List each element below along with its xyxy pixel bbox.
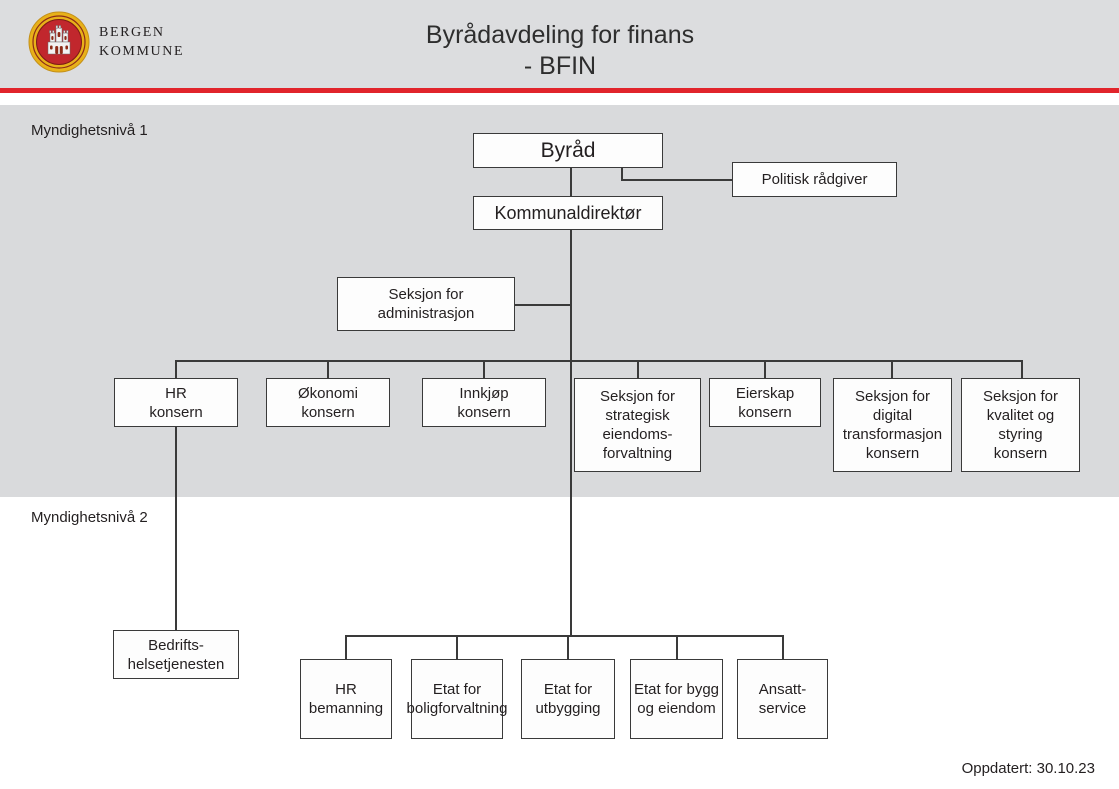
connector-level1-drop-6 — [891, 360, 893, 379]
connector-main-trunk — [570, 229, 572, 636]
node-ansatt-service[interactable]: Ansatt- service — [737, 659, 828, 739]
updated-timestamp: Oppdatert: 30.10.23 — [961, 760, 1095, 777]
connector-byrad-to-radgiver-run — [621, 179, 733, 181]
page-header — [0, 0, 1119, 88]
header-accent-rule — [0, 88, 1119, 93]
connector-level2-drop-2 — [456, 635, 458, 659]
node-seksjon-kvalitet-og-styring-konsern[interactable]: Seksjon for kvalitet og styring konsern — [961, 378, 1080, 472]
node-innkjop-konsern[interactable]: Innkjøp konsern — [422, 378, 546, 427]
connector-hr-to-bedriftshelse — [175, 427, 177, 631]
page-title-line-2: - BFIN — [523, 52, 597, 80]
connector-level2-drop-4 — [676, 635, 678, 659]
node-seksjon-for-administrasjon[interactable]: Seksjon for administrasjon — [337, 277, 515, 331]
bergen-kommune-seal-icon — [28, 11, 90, 73]
brand-wordmark: BERGEN KOMMUNE — [99, 23, 184, 61]
node-etat-for-bygg-og-eiendom[interactable]: Etat for bygg og eiendom — [630, 659, 723, 739]
connector-level2-drop-1 — [345, 635, 347, 659]
connector-level1-drop-4 — [637, 360, 639, 379]
connector-level1-drop-1 — [175, 360, 177, 379]
brand-line-2: KOMMUNE — [99, 44, 185, 59]
node-seksjon-strategisk-eiendomsforvaltning[interactable]: Seksjon for strategisk eiendoms- forvalt… — [574, 378, 701, 472]
node-etat-for-boligforvaltning[interactable]: Etat for boligforvaltning — [407, 659, 507, 739]
node-eierskap-konsern[interactable]: Eierskap konsern — [709, 378, 821, 427]
level-2-label: Myndighetsnivå 2 — [31, 509, 148, 526]
connector-byrad-to-radgiver-drop — [621, 167, 623, 180]
connector-level1-drop-7 — [1021, 360, 1023, 379]
page-title-line-1: Byrådavdeling for finans — [425, 21, 695, 49]
connector-administrasjon-to-trunk — [514, 304, 571, 306]
connector-level2-drop-3 — [567, 635, 569, 659]
connector-level1-drop-5 — [764, 360, 766, 379]
node-bedriftshelsetjenesten[interactable]: Bedrifts- helsetjenesten — [113, 630, 239, 679]
connector-level1-drop-2 — [327, 360, 329, 379]
level-1-label: Myndighetsnivå 1 — [31, 122, 148, 139]
node-seksjon-digital-transformasjon-konsern[interactable]: Seksjon for digital transformasjon konse… — [833, 378, 952, 472]
node-hr-bemanning[interactable]: HR bemanning — [300, 659, 392, 739]
node-byrad[interactable]: Byråd — [473, 133, 663, 168]
connector-level2-bus — [345, 635, 783, 637]
node-etat-for-utbygging[interactable]: Etat for utbygging — [521, 659, 615, 739]
connector-level2-drop-5 — [782, 635, 784, 659]
page-title: Byrådavdeling for finans - BFIN — [260, 20, 860, 82]
brand-line-1: BERGEN — [99, 25, 165, 40]
connector-level1-bus — [175, 360, 1023, 362]
node-kommunaldirektor[interactable]: Kommunaldirektør — [473, 196, 663, 230]
node-politisk-radgiver[interactable]: Politisk rådgiver — [732, 162, 897, 197]
node-hr-konsern[interactable]: HR konsern — [114, 378, 238, 427]
connector-level1-drop-3 — [483, 360, 485, 379]
node-okonomi-konsern[interactable]: Økonomi konsern — [266, 378, 390, 427]
connector-byrad-to-kommunaldirektor — [570, 167, 572, 197]
